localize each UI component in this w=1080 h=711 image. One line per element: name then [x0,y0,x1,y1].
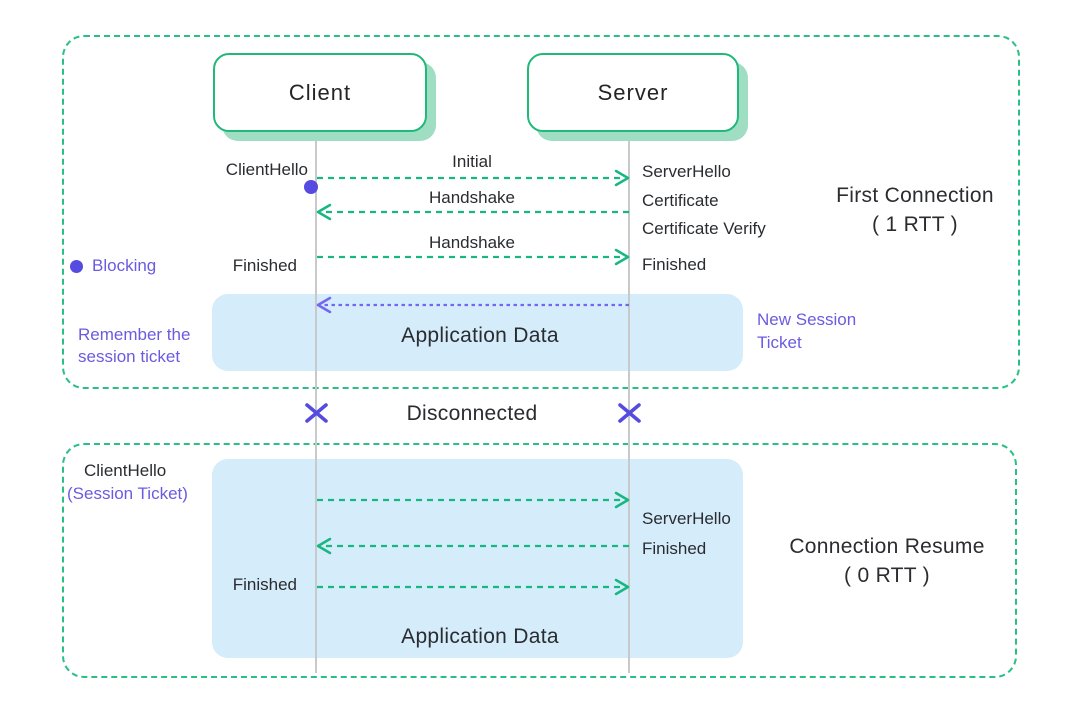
first-connection-rtt: ( 1 RTT ) [872,213,958,236]
server-actor-box: Server [527,53,739,132]
blocking-legend: Blocking [70,255,156,277]
application-data-label-resume: Application Data [401,625,559,648]
first-connection-frame [62,35,1020,389]
blocking-legend-dot-icon [70,259,83,273]
connection-resume-rtt: ( 0 RTT ) [844,564,930,587]
session-ticket-label-resume: (Session Ticket) [67,484,188,503]
connection-resume-frame [62,443,1017,678]
disconnected-label: Disconnected [406,402,538,425]
server-hello-label-first: ServerHello [642,162,731,181]
blocking-legend-label: Blocking [92,256,157,275]
arrow-handshake2-label: Handshake [428,233,516,252]
application-data-panel-resume [212,459,743,658]
server-finished-label-first: Finished [642,255,707,274]
application-data-label-first: Application Data [401,324,559,347]
new-session-ticket-line2: Ticket [757,333,802,352]
remember-ticket-line2: session ticket [78,347,181,366]
connection-resume-title: Connection Resume [789,535,985,558]
server-finished-label-resume: Finished [642,539,707,558]
client-hello-label-first: ClientHello [225,160,308,179]
arrow-handshake1-label: Handshake [428,188,516,207]
remember-ticket-line1: Remember the [78,325,191,344]
new-session-ticket-line1: New Session [757,310,857,329]
client-lifeline [315,128,317,673]
application-data-panel-first [212,294,743,371]
client-finished-label-first: Finished [232,256,297,275]
server-hello-label-resume: ServerHello [642,509,731,528]
client-actor-label: Client [288,79,352,105]
server-lifeline [628,128,630,673]
certificate-label: Certificate [642,191,719,210]
client-finished-label-resume: Finished [232,575,297,594]
client-hello-label-resume: ClientHello [84,461,167,480]
client-actor-box: Client [213,53,427,132]
first-connection-title: First Connection [836,184,994,207]
certificate-verify-label: Certificate Verify [642,219,766,238]
arrow-initial-label: Initial [452,152,492,171]
server-actor-label: Server [597,79,669,105]
